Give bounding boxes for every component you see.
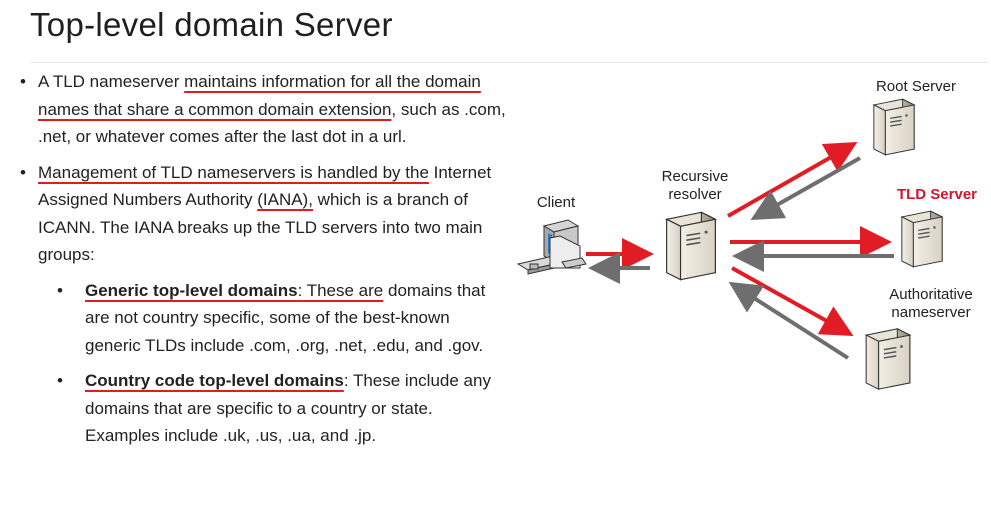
bullet-iana: Management of TLD nameservers is handled…: [20, 159, 510, 269]
root-server-icon: [873, 98, 915, 156]
arrow-root-to-resolver: [750, 156, 861, 220]
slide-title: Top-level domain Server: [30, 6, 393, 43]
bullet-text: which is a branch of ICANN. The IANA bre…: [38, 190, 483, 264]
underlined-text: Management of TLD nameservers is handled…: [38, 162, 429, 182]
title-divider: [30, 62, 988, 63]
resolver-label: Recursive resolver: [661, 168, 729, 203]
bullet-text: domains that are not country specific, s…: [85, 280, 486, 355]
sub-bullet-country-code: Country code top-level domains: These in…: [20, 367, 510, 450]
bullet-text: , such as .com, .net, or whatever comes …: [38, 99, 506, 147]
term-country-code: Country code top-level domains: [85, 371, 344, 390]
underlined-text: (IANA),: [257, 190, 313, 209]
bullet-tld-nameserver: A TLD nameserver maintains information f…: [20, 68, 510, 151]
arrow-resolver-to-root: [727, 142, 858, 218]
sub-bullet-generic: Generic top-level domains: These are dom…: [20, 277, 510, 360]
tld-server-label: TLD Server: [896, 186, 978, 203]
bullet-list: A TLD nameserver maintains information f…: [20, 68, 510, 450]
client-label: Client: [536, 194, 576, 211]
authoritative-server-icon: [865, 328, 911, 390]
dns-diagram-svg: [516, 98, 943, 390]
underlined-text: These are: [302, 280, 384, 300]
resolver-server-icon: [665, 211, 717, 281]
arrow-resolver-to-authoritative: [731, 266, 854, 336]
bullet-text: A TLD nameserver: [38, 72, 185, 91]
client-computer-icon: [516, 219, 587, 275]
underlined-text: maintains information for all the domain…: [38, 72, 481, 119]
colon: :: [297, 280, 303, 300]
term-generic: Generic top-level domains: [85, 280, 298, 300]
root-server-label: Root Server: [875, 78, 957, 95]
authoritative-label: Authoritative nameserver: [889, 286, 973, 321]
tld-server-icon: [901, 210, 943, 268]
arrow-authoritative-to-resolver: [728, 281, 850, 360]
dns-diagram: Client Recursive resolver Root Server TL…: [510, 68, 991, 505]
bullet-text: These include any domains that are speci…: [85, 371, 491, 445]
colon: :: [343, 371, 349, 390]
sub-bullet-list: Generic top-level domains: These are dom…: [20, 277, 510, 450]
bullet-text: Internet Assigned Numbers Authority: [38, 162, 492, 210]
